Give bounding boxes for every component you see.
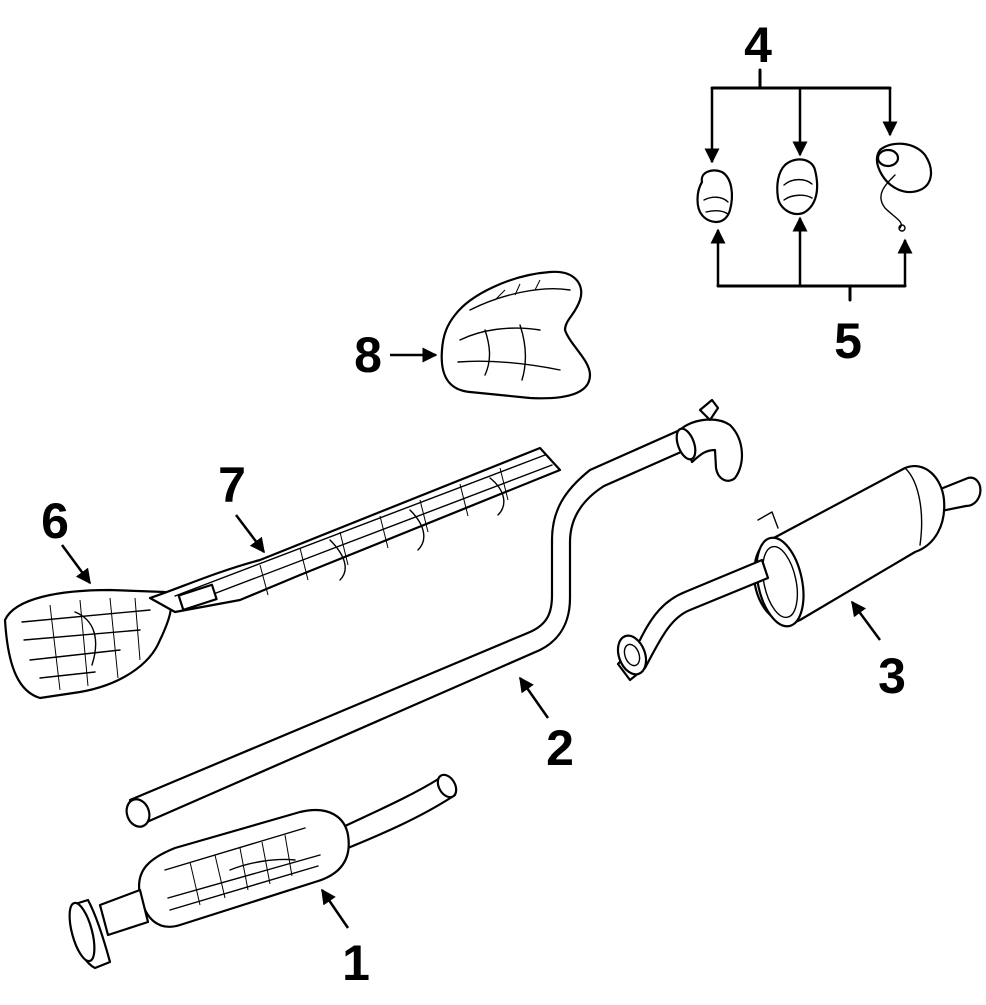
sensor-left[interactable] — [696, 169, 733, 223]
heat-shield-tunnel-part[interactable] — [148, 446, 562, 614]
oxygen-sensor-group[interactable] — [696, 142, 933, 232]
callout-3[interactable]: 3 — [878, 648, 906, 704]
leader-5-bracket — [710, 216, 913, 302]
heat-shield-small-part[interactable] — [440, 270, 592, 400]
leader-7 — [235, 514, 265, 554]
sensor-right[interactable] — [875, 142, 933, 232]
callout-2[interactable]: 2 — [546, 720, 574, 776]
heat-shield-front-part[interactable] — [3, 588, 173, 700]
leader-2 — [518, 676, 550, 719]
intermediate-pipe-part[interactable] — [123, 398, 743, 830]
leader-4-bracket — [704, 68, 898, 164]
callout-4[interactable]: 4 — [744, 17, 772, 73]
callout-1[interactable]: 1 — [342, 935, 370, 991]
leader-lines — [60, 68, 913, 929]
callout-labels: 1 2 3 4 5 6 7 8 — [41, 17, 906, 991]
muffler-part[interactable] — [613, 465, 982, 682]
sensor-middle[interactable] — [776, 158, 819, 216]
callout-5[interactable]: 5 — [834, 313, 862, 369]
leader-1 — [320, 888, 350, 929]
callout-8[interactable]: 8 — [354, 327, 382, 383]
leader-6 — [60, 544, 92, 585]
leader-3 — [850, 600, 882, 641]
callout-6[interactable]: 6 — [41, 493, 69, 549]
callout-7[interactable]: 7 — [218, 457, 246, 513]
catalytic-converter-part[interactable] — [65, 772, 460, 970]
